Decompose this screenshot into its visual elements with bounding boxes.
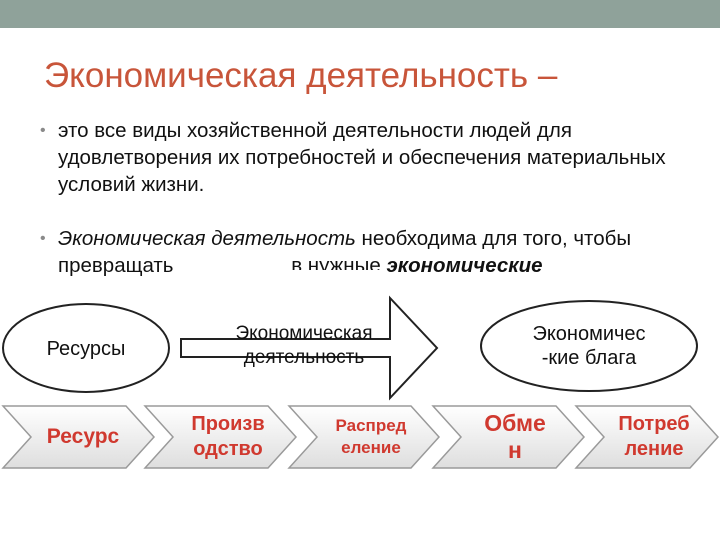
arrow-label: Экономическая деятельность	[204, 322, 404, 370]
bullet-dot: •	[40, 122, 46, 139]
arrow-label-line2: деятельность	[243, 347, 365, 368]
target-label-line1: Экономичес	[532, 323, 646, 345]
chevron-production	[143, 405, 298, 469]
source-label: Ресурсы	[46, 338, 126, 360]
process-arrow	[180, 295, 439, 401]
arrow-overlap-mask	[270, 270, 382, 300]
chevron-exchange	[431, 405, 586, 469]
stage-label-distribution: Распред еление	[335, 416, 407, 457]
chevron-distribution	[287, 405, 441, 469]
arrow-label-line1: Экономическая	[235, 323, 373, 344]
bullet-list: • это все виды хозяйственной деятельност…	[40, 117, 700, 279]
process-chevrons	[1, 405, 720, 469]
target-label-line2: -кие блага	[541, 347, 637, 369]
chevron-consumption	[574, 405, 720, 469]
slide-title: Экономическая деятельность –	[44, 56, 558, 95]
bullet-purpose-middle: необходима для того, чтобы превращать	[58, 227, 632, 277]
chevron-resource	[1, 405, 156, 469]
target-label: Экономичес -кие блага	[494, 322, 684, 370]
stage-label-production: Произв одство	[191, 413, 265, 460]
bullet-purpose-tail-bold: экономические	[386, 254, 543, 277]
target-ellipse	[480, 300, 698, 392]
stage-label-exchange: Обме н	[484, 410, 546, 463]
bullet-definition: • это все виды хозяйственной деятельност…	[40, 117, 700, 198]
stage-label-resource: Ресурс	[46, 425, 120, 448]
bullet-purpose: • Экономическая деятельность необходима …	[40, 225, 700, 279]
source-ellipse	[2, 303, 170, 393]
stage-label-consumption: Потреб ление	[618, 413, 690, 460]
top-bar	[0, 0, 720, 28]
bullet-dot: •	[40, 230, 46, 247]
bullet-definition-text: это все виды хозяйственной деятельности …	[58, 119, 666, 196]
bullet-purpose-lead: Экономическая деятельность	[58, 227, 356, 250]
